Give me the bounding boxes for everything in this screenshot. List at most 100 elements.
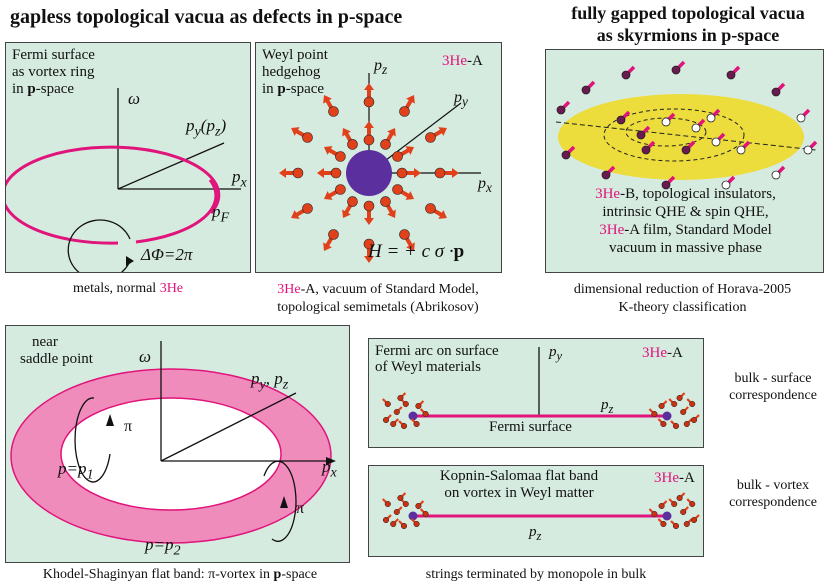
- px-label: px: [478, 175, 492, 196]
- arc-py-label: py: [549, 344, 563, 363]
- node-spin: [668, 498, 678, 508]
- node-spin: [680, 506, 689, 516]
- node-spin: [658, 400, 668, 410]
- circulation-arrowhead: [126, 256, 134, 266]
- node-spin: [686, 398, 696, 408]
- heading-gapped: fully gapped topological vacua as skyrmi…: [548, 2, 828, 46]
- fermi-surface-label: Fermi surface: [489, 419, 572, 435]
- panel-fermi-arc: Fermi arc on surface of Weyl materials p…: [368, 338, 704, 448]
- caption-weyl: 3He-A, vacuum of Standard Model, topolog…: [242, 281, 514, 317]
- near-line: near: [32, 334, 58, 350]
- pi-arrow-left: [74, 397, 111, 483]
- caption-skyrmion-line1: dimensional reduction of Horava-2005: [573, 282, 792, 297]
- arc-diagram: [382, 347, 700, 430]
- node-spin: [393, 506, 403, 516]
- node-spin: [393, 406, 403, 416]
- skyrmion-spin: [691, 118, 706, 133]
- heading-gapless: gapless topological vacua as defects in …: [10, 6, 403, 28]
- caption-skyrmion-line2: K-theory classification: [618, 300, 747, 315]
- spin-glyph: [399, 95, 415, 117]
- node-spin: [670, 420, 680, 430]
- weyl-node-left: [408, 411, 418, 421]
- px-label: px: [232, 167, 247, 191]
- spin-glyph: [323, 95, 339, 117]
- omega-label: ω: [139, 347, 152, 366]
- spin-glyph: [434, 167, 459, 179]
- node-spin: [410, 418, 420, 428]
- node-spin: [415, 400, 425, 410]
- side-bulk-surface-line1: bulk - surface: [734, 371, 812, 386]
- p1-label: p=p1: [58, 459, 94, 483]
- pypz-axis: [160, 392, 297, 462]
- panel-vortex: Kopnin-Salomaa flat band on vortex in We…: [368, 465, 704, 557]
- node-spin: [398, 420, 408, 430]
- spin-glyph: [342, 196, 358, 219]
- spin-glyph: [342, 127, 358, 150]
- side-bulk-surface-line2: correspondence: [729, 388, 817, 403]
- pi-arrow-left-head: [106, 414, 114, 426]
- skyrmion-spin: [636, 125, 651, 140]
- caption-weyl-line2: topological semimetals (Abrikosov): [277, 300, 479, 315]
- skyrmion-spin: [771, 165, 786, 180]
- skyrmion-spin: [796, 108, 811, 123]
- side-bulk-vortex: bulk - vortex correspondence: [718, 477, 828, 511]
- caption-flatband: Khodel-Shaginyan flat band: π-vortex in …: [42, 567, 318, 582]
- spin-glyph: [291, 203, 313, 219]
- pi-arrow-right-head: [280, 496, 288, 508]
- weyl-label-line2: hedgehog: [262, 64, 321, 80]
- px-arrowhead: [326, 457, 336, 465]
- node-spin: [686, 498, 696, 508]
- node-spin: [419, 408, 429, 418]
- node-spin: [658, 500, 668, 510]
- arc-tag: 3He-A: [642, 345, 683, 361]
- skyrmion-spin: [771, 82, 786, 97]
- fermi-ring-tail: [135, 179, 218, 244]
- pz-label: pz: [374, 57, 388, 78]
- skyrmion-spin: [561, 145, 576, 160]
- delta-phi-label: ΔΦ=2π: [141, 245, 193, 264]
- spin-glyph: [363, 200, 375, 225]
- fermi-label: Fermi surface as vortex ring in p-space: [12, 47, 95, 98]
- py-label: py: [454, 89, 468, 110]
- skyrmion-spin: [706, 108, 721, 123]
- skyrmion-axis: [555, 121, 817, 151]
- arc-label: Fermi arc on surface of Weyl materials: [375, 343, 499, 375]
- panel-weyl-hedgehog: Weyl point hedgehog in p-space 3He-A pz …: [255, 42, 502, 273]
- pf-label: pF: [212, 202, 230, 226]
- weyl-point: [346, 150, 392, 196]
- pypz-label: py(pz): [186, 116, 227, 140]
- node-spin: [690, 414, 700, 424]
- skyrmion-spin: [736, 140, 751, 155]
- skyrmion-spin: [803, 140, 818, 155]
- vortex-pz-label: pz: [529, 524, 542, 543]
- node-spin: [419, 508, 429, 518]
- skyrmion-spin: [721, 175, 736, 190]
- spin-glyph: [380, 127, 396, 150]
- node-spin: [398, 520, 408, 530]
- skyrmion-line4: vacuum in massive phase: [609, 240, 762, 256]
- skyrmion-spin: [681, 140, 696, 155]
- node-spin: [668, 398, 678, 408]
- vortex-tag: 3He-A: [654, 470, 695, 486]
- skyrmion-spin: [726, 65, 741, 80]
- skyrmion-spin: [671, 60, 686, 75]
- node-spin: [410, 518, 420, 528]
- node-spin: [657, 518, 667, 528]
- panel-skyrmion: 3He-B, topological insulators, intrinsic…: [545, 49, 824, 273]
- skyrmion-disk: [558, 94, 804, 180]
- node-spin: [683, 518, 693, 528]
- hamiltonian-label: H = + c σ ·p: [368, 241, 465, 262]
- pi-arrow-right: [263, 460, 297, 542]
- caption-weyl-line1: 3He-A, vacuum of Standard Model,: [277, 282, 479, 297]
- fermi-label-line2: as vortex ring: [12, 64, 95, 80]
- skyrmion-spin: [641, 140, 656, 155]
- fermi-label-line1: Fermi surface: [12, 47, 95, 63]
- node-spin: [690, 514, 700, 524]
- fermi-diagram: [6, 88, 241, 272]
- spin-glyph: [425, 203, 447, 219]
- node-spin: [680, 406, 689, 416]
- side-bulk-vortex-line1: bulk - vortex: [736, 478, 810, 493]
- node-spin: [676, 392, 686, 402]
- vortex-label-line1: Kopnin-Salomaa flat band: [439, 468, 599, 484]
- node-spin: [648, 408, 658, 418]
